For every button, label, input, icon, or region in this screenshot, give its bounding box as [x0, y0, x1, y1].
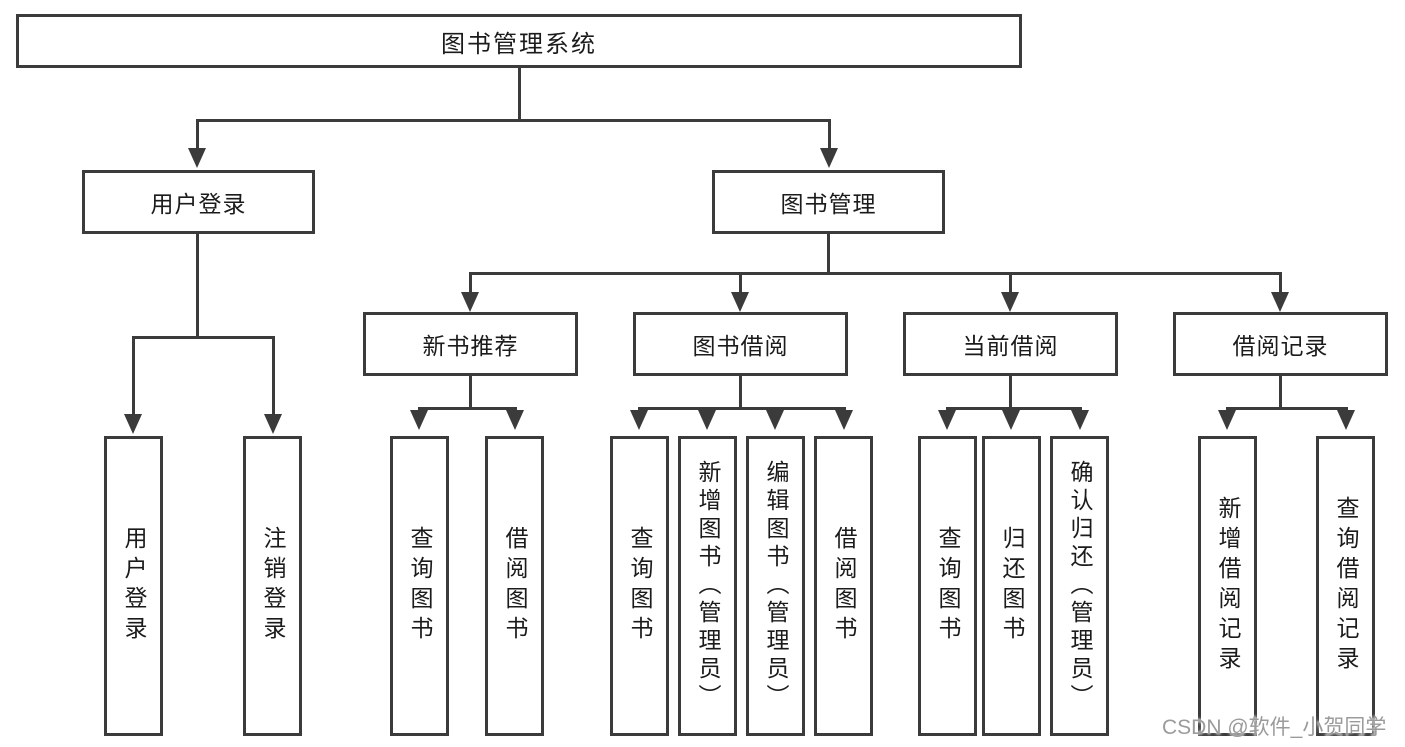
leaf-query-books-1: 查询图书	[390, 436, 449, 736]
leaf-query-books-3: 查询图书	[918, 436, 977, 736]
connector-line	[132, 336, 135, 415]
arrow-down-icon	[264, 414, 282, 434]
connector-line	[1279, 272, 1282, 293]
node-label: 图书管理系统	[441, 30, 597, 58]
arrow-down-icon	[731, 292, 749, 312]
node-book-management: 图书管理	[712, 170, 945, 234]
node-label: 用户登录	[121, 526, 147, 646]
arrow-down-icon	[630, 410, 648, 430]
arrow-down-icon	[1002, 410, 1020, 430]
connector-line	[196, 234, 199, 339]
arrow-down-icon	[835, 410, 853, 430]
arrow-down-icon	[1071, 410, 1089, 430]
connector-line	[739, 376, 742, 410]
connector-line	[946, 407, 1082, 410]
node-label: 编辑图书（管理员）	[763, 460, 789, 712]
connector-line	[132, 336, 275, 339]
node-label: 新书推荐	[422, 333, 519, 359]
node-label: 借阅图书	[831, 526, 857, 646]
connector-line	[739, 272, 742, 293]
arrow-down-icon	[188, 148, 206, 168]
arrow-down-icon	[1337, 410, 1355, 430]
arrow-down-icon	[698, 410, 716, 430]
leaf-edit-book-admin: 编辑图书（管理员）	[746, 436, 805, 736]
leaf-return-books: 归还图书	[982, 436, 1041, 736]
arrow-down-icon	[461, 292, 479, 312]
node-book-borrowing: 图书借阅	[633, 312, 848, 376]
connector-line	[418, 407, 517, 410]
leaf-add-book-admin: 新增图书（管理员）	[678, 436, 737, 736]
node-new-book-recommend: 新书推荐	[363, 312, 578, 376]
arrow-down-icon	[506, 410, 524, 430]
connector-line	[196, 119, 831, 122]
connector-line	[469, 272, 1282, 275]
arrow-down-icon	[766, 410, 784, 430]
leaf-query-books-2: 查询图书	[610, 436, 669, 736]
connector-line	[1009, 272, 1012, 293]
leaf-borrow-books-1: 借阅图书	[485, 436, 544, 736]
connector-line	[196, 119, 199, 149]
arrow-down-icon	[938, 410, 956, 430]
connector-line	[828, 119, 831, 149]
connector-line	[469, 272, 472, 293]
node-label: 查询图书	[627, 526, 653, 646]
leaf-query-borrow-record: 查询借阅记录	[1316, 436, 1375, 736]
node-label: 查询图书	[407, 526, 433, 646]
arrow-down-icon	[1218, 410, 1236, 430]
connector-line	[469, 376, 472, 410]
node-label: 图书管理	[780, 191, 877, 217]
connector-line	[1009, 376, 1012, 410]
connector-line	[272, 336, 275, 415]
node-label: 新增图书（管理员）	[695, 460, 721, 712]
arrow-down-icon	[410, 410, 428, 430]
node-label: 借阅记录	[1232, 333, 1329, 359]
node-library-management-system: 图书管理系统	[16, 14, 1022, 68]
node-current-borrowing: 当前借阅	[903, 312, 1118, 376]
leaf-user-login: 用户登录	[104, 436, 163, 736]
leaf-borrow-books-2: 借阅图书	[814, 436, 873, 736]
connector-line	[1226, 407, 1348, 410]
node-label: 图书借阅	[692, 333, 789, 359]
node-label: 查询图书	[935, 526, 961, 646]
leaf-confirm-return-admin: 确认归还（管理员）	[1050, 436, 1109, 736]
node-label: 归还图书	[999, 526, 1025, 646]
node-label: 查询借阅记录	[1333, 496, 1359, 676]
node-borrow-records: 借阅记录	[1173, 312, 1388, 376]
leaf-add-borrow-record: 新增借阅记录	[1198, 436, 1257, 736]
node-label: 当前借阅	[962, 333, 1059, 359]
arrow-down-icon	[124, 414, 142, 434]
node-label: 注销登录	[260, 526, 286, 646]
node-label: 新增借阅记录	[1215, 496, 1241, 676]
node-user-login: 用户登录	[82, 170, 315, 234]
arrow-down-icon	[1271, 292, 1289, 312]
arrow-down-icon	[1001, 292, 1019, 312]
connector-line	[827, 234, 830, 275]
arrow-down-icon	[820, 148, 838, 168]
leaf-logout: 注销登录	[243, 436, 302, 736]
connector-line	[638, 407, 846, 410]
node-label: 借阅图书	[502, 526, 528, 646]
connector-line	[518, 68, 521, 122]
node-label: 用户登录	[150, 191, 247, 217]
csdn-watermark: CSDN @软件_小贺同学	[1162, 716, 1387, 739]
connector-line	[1279, 376, 1282, 410]
node-label: 确认归还（管理员）	[1067, 460, 1093, 712]
